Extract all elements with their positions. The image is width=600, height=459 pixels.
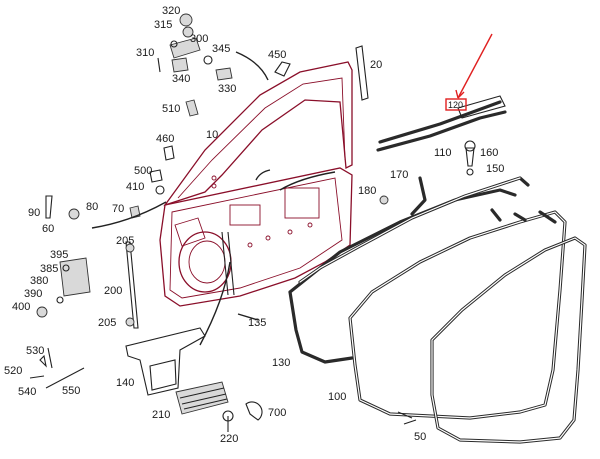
- callout-150[interactable]: 150: [486, 163, 504, 175]
- callout-20[interactable]: 20: [370, 59, 382, 71]
- callout-130[interactable]: 130: [272, 357, 290, 369]
- callout-320[interactable]: 320: [162, 5, 180, 17]
- callout-395[interactable]: 395: [50, 249, 68, 261]
- callout-400[interactable]: 400: [12, 301, 30, 313]
- callout-10[interactable]: 10: [206, 129, 218, 141]
- door-seals: [288, 95, 587, 444]
- callout-530[interactable]: 530: [26, 345, 44, 357]
- trim-strip-20: [355, 45, 369, 101]
- callout-120[interactable]: 120: [448, 100, 463, 110]
- callout-100[interactable]: 100: [328, 391, 346, 403]
- callout-540[interactable]: 540: [18, 386, 36, 398]
- callout-315[interactable]: 315: [154, 19, 172, 31]
- door-shell: [159, 61, 353, 307]
- small-parts: [29, 13, 476, 432]
- callout-460[interactable]: 460: [156, 133, 174, 145]
- callout-340[interactable]: 340: [172, 73, 190, 85]
- callout-520[interactable]: 520: [4, 365, 22, 377]
- callout-70[interactable]: 70: [112, 203, 124, 215]
- callout-220[interactable]: 220: [220, 433, 238, 445]
- callout-50[interactable]: 50: [414, 431, 426, 443]
- callout-200[interactable]: 200: [104, 285, 122, 297]
- highlight-120: [445, 33, 493, 111]
- callout-205-top[interactable]: 205: [116, 235, 134, 247]
- callout-300[interactable]: 300: [190, 33, 208, 45]
- callout-550[interactable]: 550: [62, 385, 80, 397]
- callout-410[interactable]: 410: [126, 181, 144, 193]
- callout-390[interactable]: 390: [24, 288, 42, 300]
- callout-labels: 320 315 300 310 345 340 330 450 20 510 4…: [4, 5, 504, 445]
- callout-180[interactable]: 180: [358, 185, 376, 197]
- callout-510[interactable]: 510: [162, 103, 180, 115]
- leader-lines: [91, 51, 336, 346]
- callout-90[interactable]: 90: [28, 207, 40, 219]
- callout-135[interactable]: 135: [248, 317, 266, 329]
- callout-310[interactable]: 310: [136, 47, 154, 59]
- callout-210[interactable]: 210: [152, 409, 170, 421]
- callout-140[interactable]: 140: [116, 377, 134, 389]
- callout-345[interactable]: 345: [212, 43, 230, 55]
- callout-700[interactable]: 700: [268, 407, 286, 419]
- callout-60[interactable]: 60: [42, 223, 54, 235]
- callout-450[interactable]: 450: [268, 49, 286, 61]
- control-module: [175, 381, 229, 415]
- callout-80[interactable]: 80: [86, 201, 98, 213]
- callout-380[interactable]: 380: [30, 275, 48, 287]
- callout-170[interactable]: 170: [390, 169, 408, 181]
- callout-500[interactable]: 500: [134, 165, 152, 177]
- callout-330[interactable]: 330: [218, 83, 236, 95]
- callout-385[interactable]: 385: [40, 263, 58, 275]
- door-trim-panel: [125, 327, 206, 396]
- callout-110[interactable]: 110: [434, 147, 452, 159]
- callout-160[interactable]: 160: [480, 147, 498, 159]
- callout-205-bottom[interactable]: 205: [98, 317, 116, 329]
